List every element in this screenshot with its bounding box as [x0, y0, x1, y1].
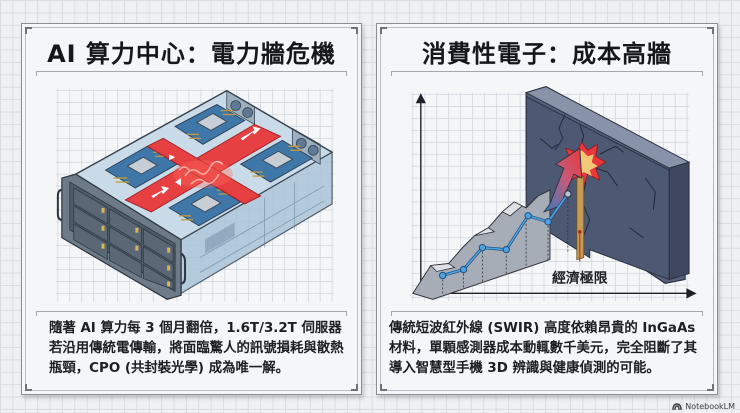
title-divider [36, 71, 347, 76]
panel-description: 隨著 AI 算力每 3 個月翻倍，1.6T/3.2T 伺服器若沿用傳統電傳輸，將… [49, 321, 344, 376]
corner-bracket [25, 384, 32, 391]
panel-consumer-electronics: 消費性電子：成本高牆 [376, 23, 718, 395]
server-illustration [36, 78, 347, 308]
corner-bracket [380, 27, 387, 34]
panel-ai-compute: AI 算力中心：電力牆危機 [21, 23, 362, 395]
body-divider [391, 311, 703, 316]
corner-bracket [707, 27, 714, 34]
corner-bracket [380, 384, 387, 391]
watermark-label: NotebookLM [685, 402, 735, 411]
cost-wall-chart-icon: 經濟極限 [410, 86, 697, 302]
economic-limit-label: 經濟極限 [552, 269, 608, 286]
corner-bracket [707, 384, 714, 391]
notebooklm-logo-icon [672, 403, 682, 410]
server-rack-icon [55, 88, 335, 303]
watermark: NotebookLM [672, 402, 735, 411]
panel-title: 消費性電子：成本高牆 [422, 40, 672, 68]
panel-description: 傳統短波紅外線 (SWIR) 高度依賴昂貴的 InGaAs 材料，單顆感測器成本… [389, 321, 697, 376]
corner-bracket [25, 27, 32, 34]
cost-wall-illustration: 經濟極限 [391, 78, 703, 308]
body-divider [36, 311, 347, 316]
title-divider [391, 71, 703, 76]
corner-bracket [351, 384, 358, 391]
panel-title: AI 算力中心：電力牆危機 [47, 40, 336, 68]
corner-bracket [351, 27, 358, 34]
